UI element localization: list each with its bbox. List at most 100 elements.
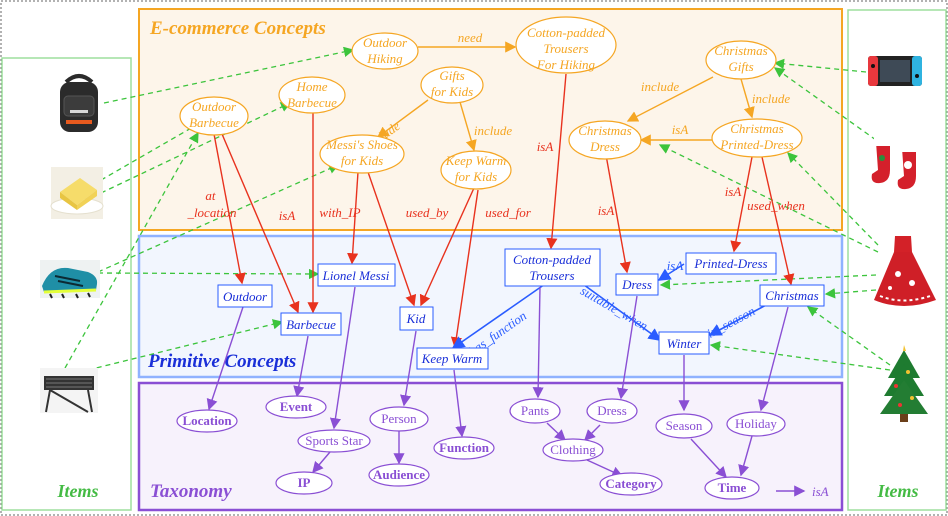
node-person: Person [369,406,429,432]
node-christmas: Christmas [759,284,825,307]
edge-trousers-pants [532,286,544,399]
edge-include-christmas-dress [626,76,714,122]
node-function: Function [433,436,495,460]
node-season: Season [655,413,713,439]
edge-messi-sportsstar [329,286,356,430]
edge-include-messi [376,99,429,138]
edge-used-by-messi [367,171,417,307]
edge-tree-winter [709,341,891,371]
edge-sportsstar-ip [312,451,331,474]
svg-text:Winter: Winter [667,336,703,351]
svg-text:Person: Person [381,411,417,426]
svg-text:Location: Location [182,413,232,428]
edge-kid-person [400,330,417,407]
svg-text:Dress: Dress [621,277,652,292]
svg-text:Event: Event [280,399,313,414]
edge-clothing-category [586,459,624,478]
items-panel-right: Items [847,9,947,511]
node-kid: Kid [399,306,434,331]
edge-has-function [451,281,549,349]
label-with-ip: with_IP [319,205,360,220]
christmas-dress-image [874,236,936,306]
label-at-location: at _location [186,188,236,220]
edge-console-christmas-gifts [773,58,867,73]
node-pants: Pants [509,398,561,424]
label-used-for: used_for [485,205,531,220]
label-need: need [458,30,483,45]
label-include-2: include [474,123,512,138]
svg-text:Printed-Dress: Printed-Dress [693,256,767,271]
edge-tree-christmas [806,306,891,366]
edge-isA-dress-prim [605,154,631,274]
taxonomy-nodes: Location Event Sports Star IP Person Aud… [176,395,786,500]
edge-isA-trousers [546,73,567,250]
label-used-when: used_when [747,198,805,213]
edge-with-ip [347,171,359,265]
svg-text:Lionel Messi: Lionel Messi [322,268,390,283]
butter-image [50,167,104,219]
taxonomy-title: Taxonomy [150,481,232,502]
node-printed-dress: Printed-Dress [685,252,777,275]
node-audience: Audience [368,463,430,487]
node-category: Category [599,472,663,496]
node-clothing: Clothing [542,438,604,462]
backpack-image [60,74,98,132]
edge-boots-messi-shoes [97,163,340,273]
edge-used-when [761,156,795,286]
edge-used-by [419,187,475,307]
primitive-edges [451,263,769,349]
edge-at-location [213,133,246,285]
node-winter: Winter [658,331,710,355]
label-isA-6: isA [667,258,684,273]
ecommerce-edges [376,41,755,152]
svg-text:Keep Warm: Keep Warm [421,351,483,366]
edge-backpack-outdoor-hiking [103,46,355,104]
svg-text:Audience: Audience [373,467,425,482]
items-title-right: Items [876,481,918,501]
barbecue-grill-image [40,368,98,413]
primitive-title: Primitive Concepts [147,351,296,372]
edge-season-time [690,438,727,479]
node-barbecue: Barbecue [280,312,342,336]
svg-text:Christmas: Christmas [765,288,818,303]
edge-include-keep-warm [459,101,477,152]
edge-pants-clothing [546,422,567,441]
christmas-tree-image [880,345,928,422]
edge-suitable-when [579,281,662,341]
edge-printed-isA-dress [657,263,685,281]
taxonomy-edges [206,286,806,497]
svg-text:Season: Season [666,418,703,433]
edge-barbecue-event [293,335,309,398]
svg-text:IP: IP [298,475,311,490]
primitive-panel: Primitive Concepts [137,234,844,379]
football-boots-image [40,260,100,299]
node-outdoor: Outdoor [217,284,273,308]
edge-dress-christmas-dress [658,144,879,253]
edge-outdoor-location [206,306,244,411]
game-console-image [868,56,922,86]
edge-holiday-time [738,435,753,477]
edge-grill-barbecue [87,319,284,371]
edge-used-for [450,189,479,349]
svg-text:Time: Time [718,480,747,495]
cross-edge-labels: at _location isA with_IP used_by used_fo… [186,139,804,223]
svg-text:Barbecue: Barbecue [286,317,336,332]
edge-keepwarm-function [453,369,467,438]
node-dress: Dress [615,273,659,296]
item-edges [64,46,891,371]
